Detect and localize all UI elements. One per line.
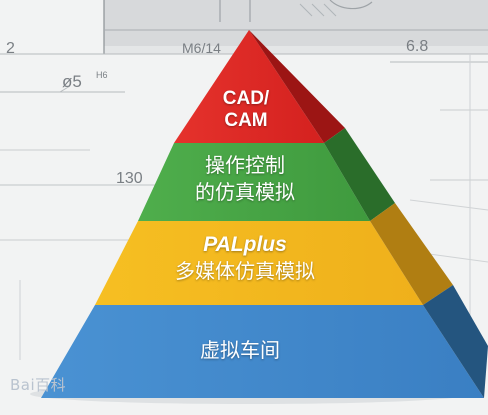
- level-label-line: 操作控制: [205, 153, 285, 177]
- watermark-text: Bai百科: [10, 376, 67, 394]
- dim-label: 2: [6, 40, 15, 57]
- level-label-operation-control: 操作控制 的仿真模拟: [160, 152, 330, 206]
- dim-label: ø5: [62, 72, 82, 91]
- level-label-cad-cam: CAD/ CAM: [199, 88, 293, 132]
- baidu-watermark: Bai百科: [10, 374, 66, 395]
- level-label-line: CAM: [224, 110, 268, 131]
- pyramid-level-virtual-workshop: [41, 285, 488, 398]
- pyramid-level-operation-control: [138, 128, 395, 221]
- level-label-line: PALplus: [203, 233, 287, 256]
- level-label-line: 多媒体仿真模拟: [175, 259, 315, 283]
- dim-label: M6/14: [182, 40, 221, 56]
- level-label-line: 的仿真模拟: [195, 180, 295, 204]
- dim-label: 130: [116, 170, 143, 187]
- level-label-palplus: PALplus 多媒体仿真模拟: [120, 231, 370, 285]
- dim-label: H6: [96, 70, 108, 80]
- dim-label: 6.8: [406, 38, 429, 55]
- pyramid-level-cad-cam: [174, 30, 345, 143]
- level-label-line: CAD/: [222, 88, 270, 109]
- pyramid-level-palplus: [95, 203, 453, 305]
- level-label-virtual-workshop: 虚拟车间: [150, 337, 330, 363]
- level-label-line: 虚拟车间: [200, 338, 280, 362]
